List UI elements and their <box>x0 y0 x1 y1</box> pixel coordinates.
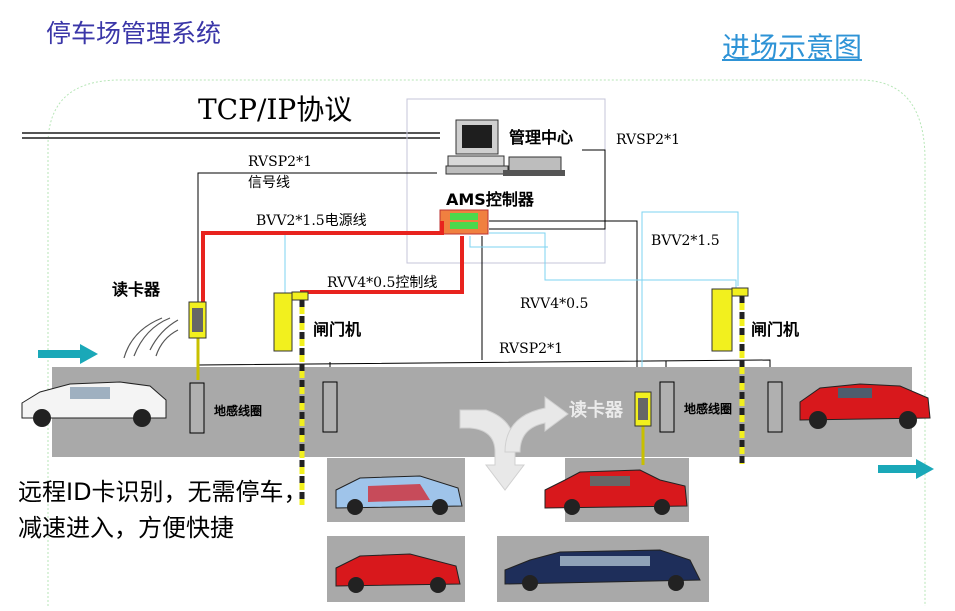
barrier-right-icon <box>711 287 749 464</box>
white-car-icon <box>21 381 167 427</box>
loop-right-1 <box>659 381 675 433</box>
control-cable-cyan-right <box>489 232 737 290</box>
road-signal-cable-label: RVSP2*1 <box>499 341 563 357</box>
signal-cable-name: 信号线 <box>248 175 290 191</box>
red-sports-car-icon <box>799 383 931 429</box>
card-reader-left-icon <box>188 301 207 380</box>
protocol-label: TCP/IP协议 <box>198 93 353 126</box>
power-cable-red <box>201 221 444 303</box>
power-cable-cyan-right <box>641 211 739 392</box>
caption-line-2: 减速进入，方便快捷 <box>18 514 234 542</box>
caption-line-1: 远程ID卡识别，无需停车， <box>18 478 308 506</box>
controller-label: AMS控制器 <box>446 190 534 209</box>
management-center-label: 管理中心 <box>509 128 574 147</box>
card-reader-watermark: 读卡器 <box>569 400 623 421</box>
loop-left-1 <box>189 382 205 434</box>
right-signal-cable-label: RVSP2*1 <box>616 132 680 148</box>
loop-left-2 <box>322 381 338 433</box>
controller-icon <box>439 209 489 235</box>
control-cable-label: RVV4*0.5控制线 <box>327 275 438 291</box>
blue-car-icon <box>335 475 463 515</box>
loop-right-label: 地感线圈 <box>684 402 733 416</box>
site-boundary <box>47 79 926 606</box>
control-room-box <box>406 98 606 264</box>
loop-right-2 <box>767 381 783 433</box>
red-sedan-icon <box>544 469 688 515</box>
right-power-cable-label: BVV2*1.5 <box>651 233 720 249</box>
computer-icon <box>445 119 509 175</box>
barrier-right-label: 闸门机 <box>751 320 800 339</box>
barrier-left-label: 闸门机 <box>313 320 362 339</box>
printer-icon <box>503 156 565 176</box>
loop-left-label: 地感线圈 <box>214 404 263 418</box>
exit-arrow-icon <box>878 459 934 479</box>
signal-cable-right-b <box>489 220 638 396</box>
page-title: 停车场管理系统 <box>46 19 222 48</box>
signal-cable-right-a <box>489 149 606 230</box>
entry-diagram-link[interactable]: 进场示意图 <box>722 31 863 64</box>
signal-cable-left <box>197 172 437 302</box>
turn-arrow-icon <box>459 396 569 491</box>
card-reader-label: 读卡器 <box>112 280 161 299</box>
card-reader-right-icon <box>634 391 652 465</box>
signal-cable-spec: RVSP2*1 <box>248 154 312 170</box>
right-control-cable-label: RVV4*0.5 <box>520 296 589 312</box>
signal-wave-icon <box>123 317 179 359</box>
entry-arrow-icon <box>38 344 98 364</box>
barrier-left-icon <box>273 291 309 505</box>
limousine-icon <box>504 549 701 591</box>
power-cable-label: BVV2*1.5电源线 <box>256 213 367 229</box>
red-coupe-icon <box>335 553 461 593</box>
caption: 远程ID卡识别，无需停车， 减速进入，方便快捷 <box>18 474 308 546</box>
